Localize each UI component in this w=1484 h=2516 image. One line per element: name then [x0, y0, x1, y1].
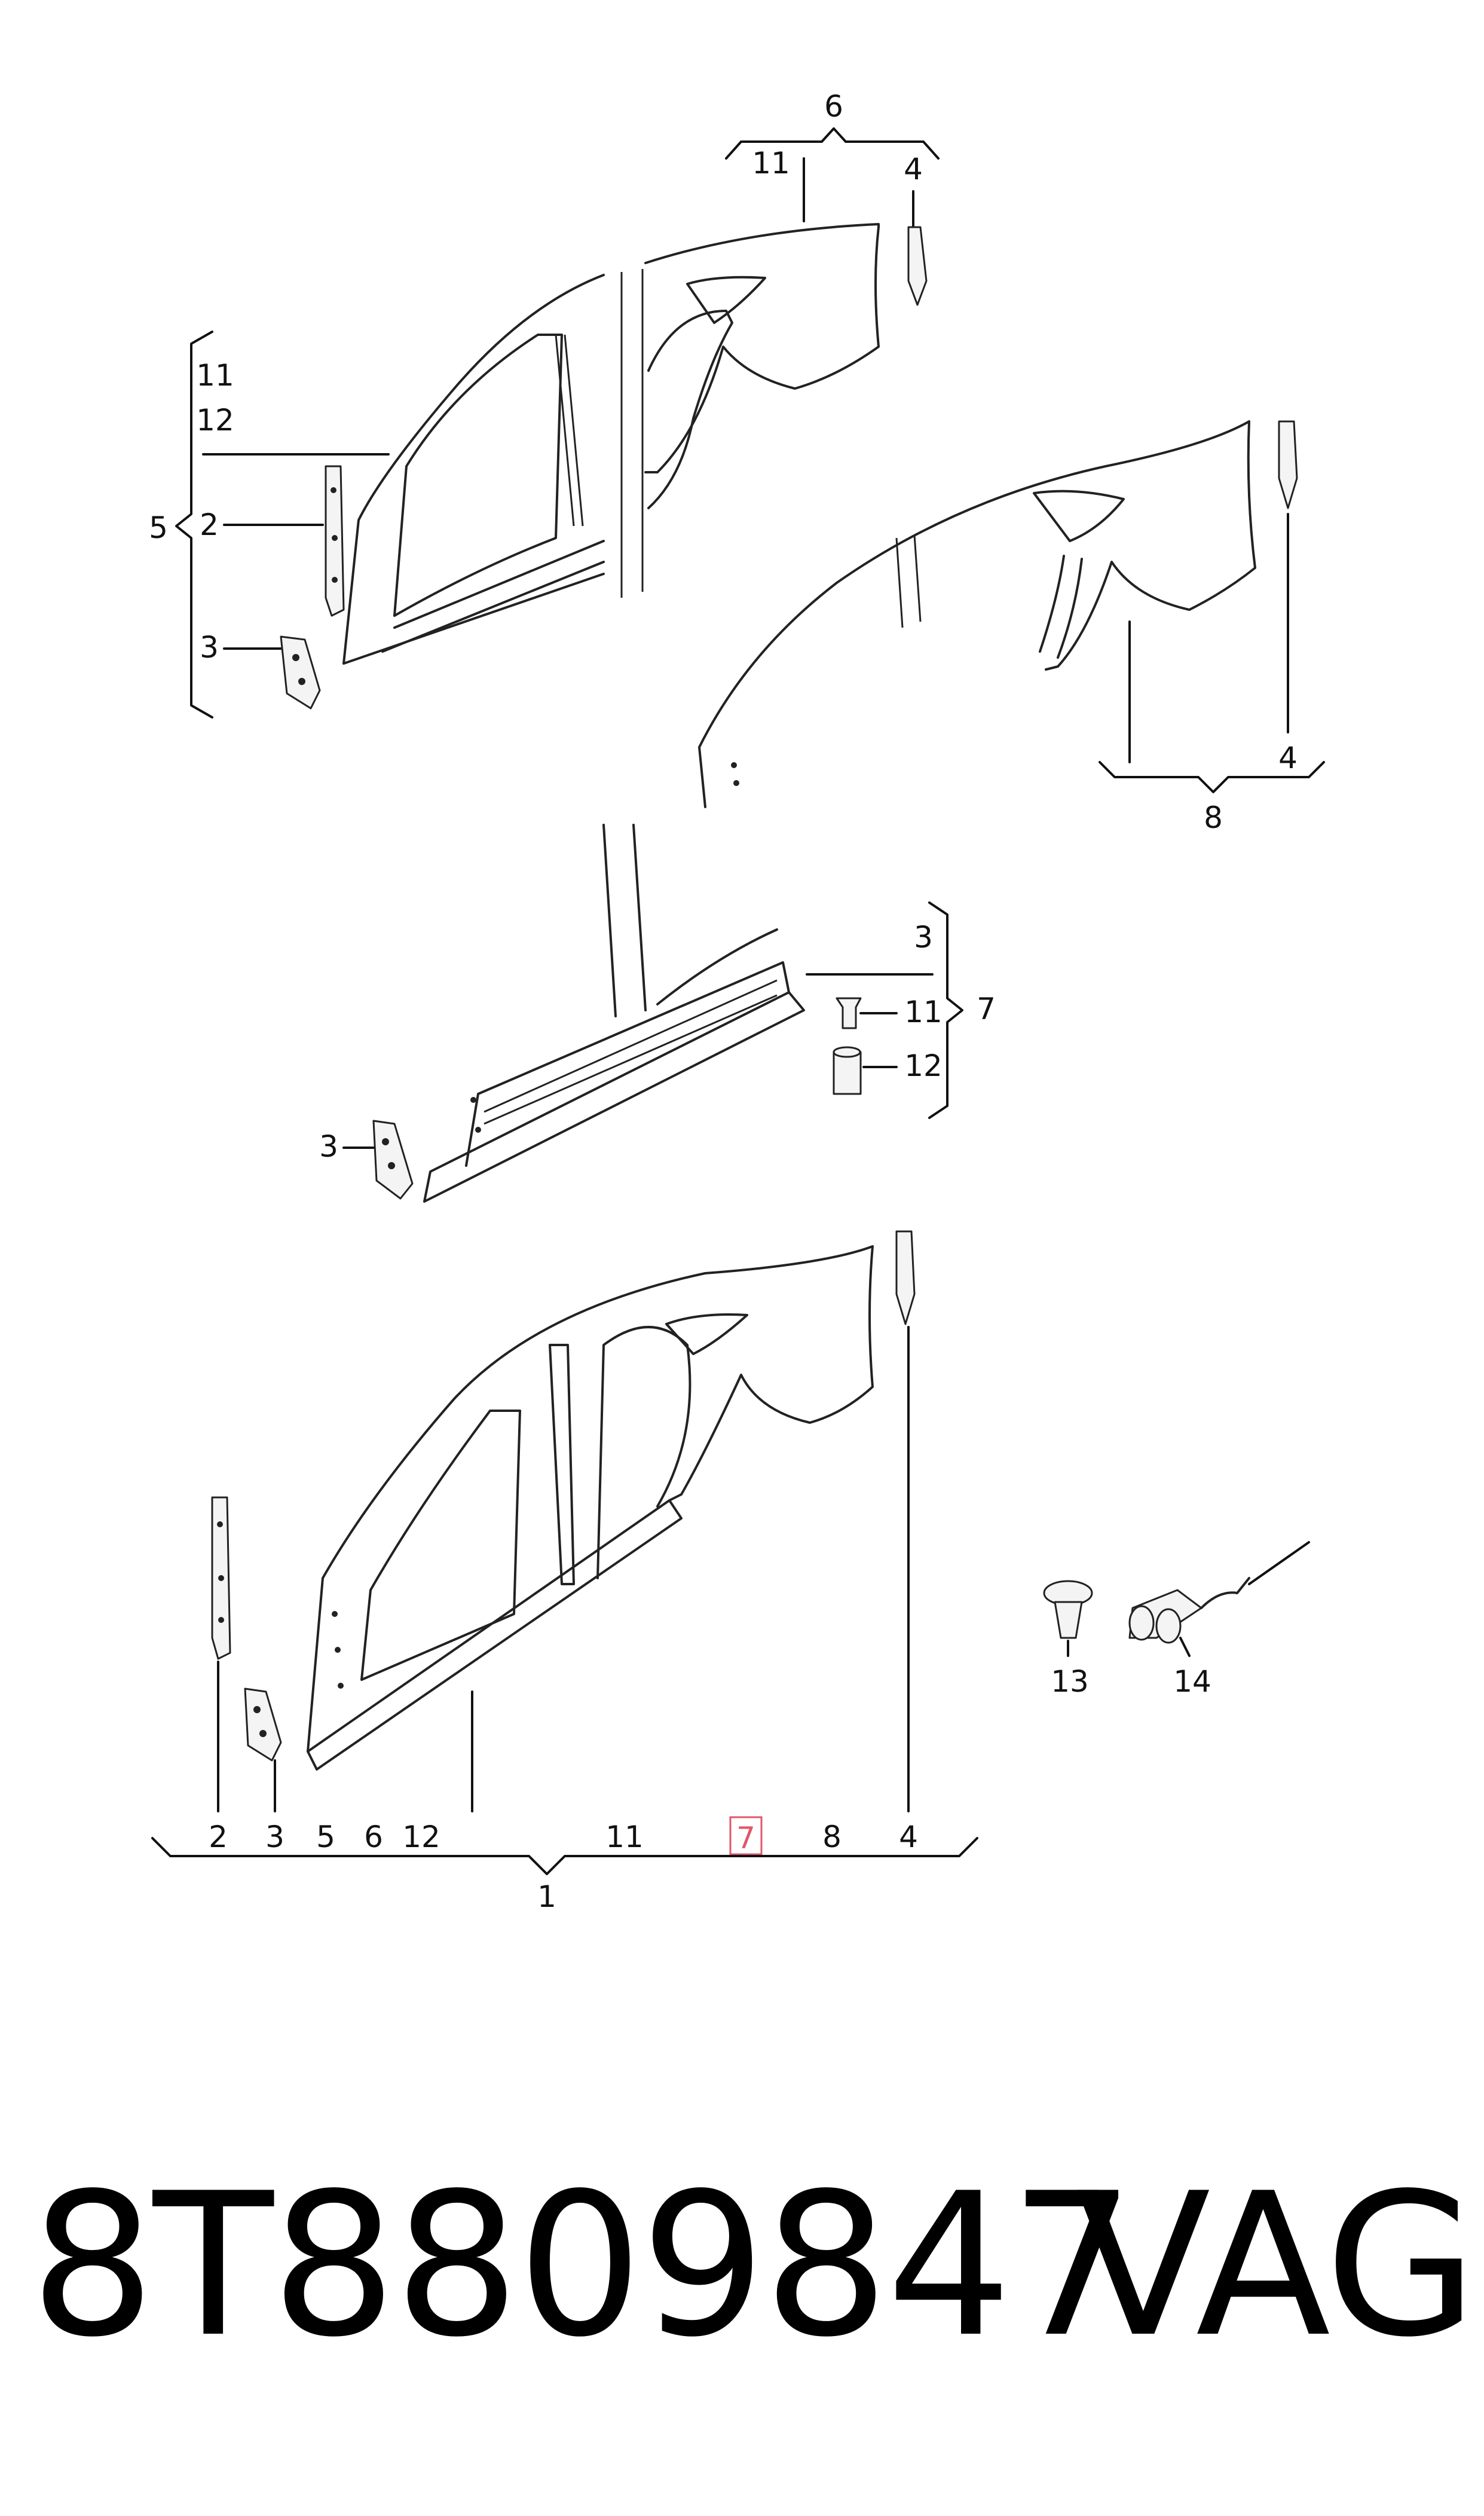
- group-8-quarter-panel: 4 8: [698, 420, 1325, 835]
- group-6-side-panel: 6 11 4: [342, 89, 940, 665]
- callout-12: 12: [904, 1048, 943, 1083]
- callout-7: 7: [977, 992, 996, 1026]
- callout-12: 12: [402, 1820, 440, 1854]
- callout-1: 1: [537, 1879, 556, 1914]
- callout-8: 8: [1204, 800, 1223, 835]
- callout-3: 3: [319, 1129, 338, 1164]
- callout-5: 5: [316, 1820, 335, 1854]
- callout-4: 4: [904, 152, 923, 187]
- callout-11: 11: [605, 1820, 644, 1854]
- callout-4: 4: [1278, 741, 1298, 775]
- callout-11: 11: [752, 146, 790, 181]
- callout-2: 2: [209, 1820, 228, 1854]
- callout-3: 3: [200, 630, 219, 665]
- callout-6: 6: [364, 1820, 383, 1854]
- loose-parts: 13 14: [1043, 1541, 1310, 1699]
- brand-label: VAG: [1076, 2151, 1477, 2380]
- callout-6: 6: [824, 89, 843, 124]
- group-7-sill: 3 7 3 11 12: [319, 824, 996, 1203]
- part-number-label: 8T8809847: [30, 2151, 1135, 2380]
- callout-11: 11: [196, 358, 234, 393]
- callout-3: 3: [914, 920, 933, 955]
- callout-2: 2: [200, 508, 219, 542]
- callout-8: 8: [822, 1820, 842, 1854]
- callout-7-highlight: [729, 1816, 763, 1855]
- callout-12: 12: [196, 403, 234, 438]
- callout-13: 13: [1051, 1664, 1089, 1699]
- callout-14: 14: [1173, 1664, 1211, 1699]
- callout-11: 11: [904, 995, 943, 1029]
- callout-4: 4: [899, 1820, 918, 1854]
- group-1-side-section: 2 3 5 6 12 11 7 8 4 1: [151, 1230, 978, 1914]
- callout-7-highlighted: 7: [736, 1821, 755, 1855]
- group-5: 5 11 12 2 3: [149, 331, 390, 719]
- callout-5: 5: [149, 510, 168, 545]
- callout-3: 3: [265, 1820, 284, 1854]
